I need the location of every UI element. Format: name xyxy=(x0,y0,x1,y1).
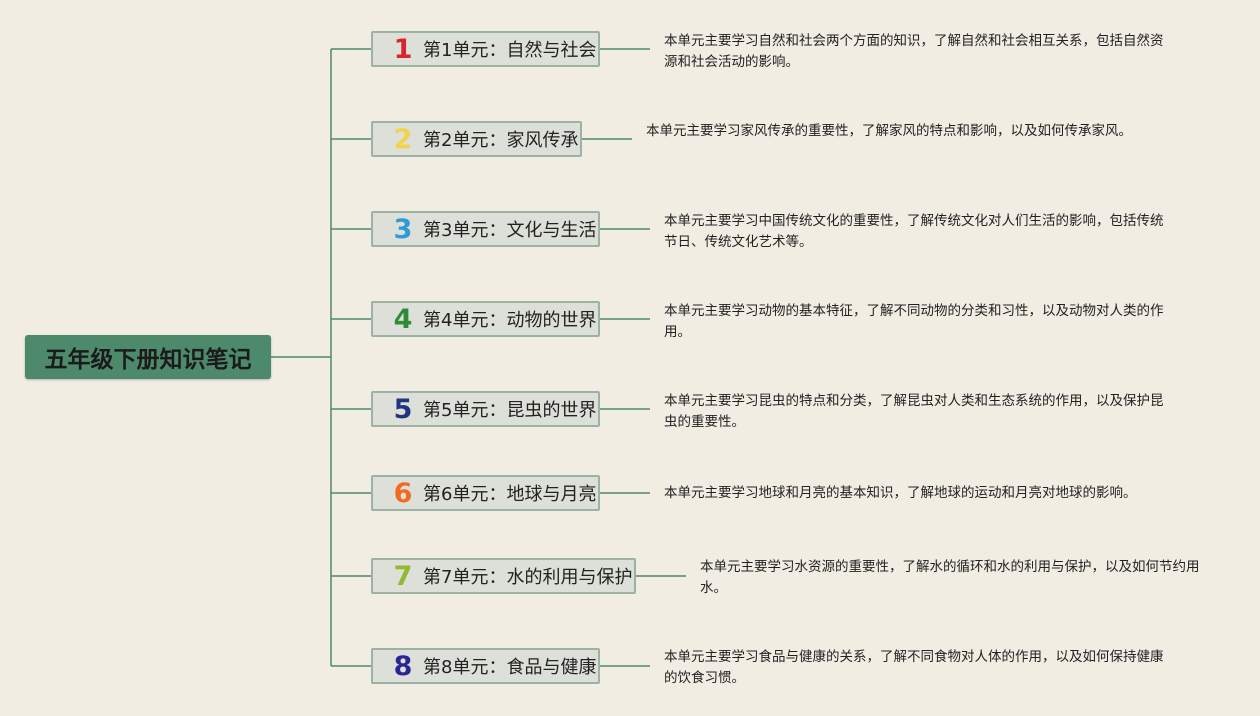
unit-node-7[interactable]: 7 第7单元：水的利用与保护 xyxy=(371,558,636,594)
root-node[interactable]: 五年级下册知识笔记 xyxy=(25,335,271,379)
unit-title-6: 第6单元：地球与月亮 xyxy=(423,484,597,505)
unit-node-2[interactable]: 2 第2单元：家风传承 xyxy=(371,121,582,157)
unit-title-4: 第4单元：动物的世界 xyxy=(423,310,597,331)
unit-number-4: 4 xyxy=(393,303,413,335)
unit-node-5[interactable]: 5 第5单元：昆虫的世界 xyxy=(371,391,600,427)
unit-desc-6: 本单元主要学习地球和月亮的基本知识，了解地球的运动和月亮对地球的影响。 xyxy=(664,485,1137,501)
unit-node-3[interactable]: 3 第3单元：文化与生活 xyxy=(371,211,600,247)
unit-desc-7: 本单元主要学习水资源的重要性，了解水的循环和水的利用与保护，以及如何节约用水。 xyxy=(700,559,1200,596)
unit-desc-2: 本单元主要学习家风传承的重要性，了解家风的特点和影响，以及如何传承家风。 xyxy=(646,123,1132,139)
unit-title-2: 第2单元：家风传承 xyxy=(423,130,579,151)
unit-title-3: 第3单元：文化与生活 xyxy=(423,220,597,241)
unit-node-4[interactable]: 4 第4单元：动物的世界 xyxy=(371,301,600,337)
unit-number-6: 6 xyxy=(393,477,413,509)
unit-title-8: 第8单元：食品与健康 xyxy=(423,657,597,678)
unit-title-1: 第1单元：自然与社会 xyxy=(423,40,597,61)
unit-desc-8: 本单元主要学习食品与健康的关系，了解不同食物对人体的作用，以及如何保持健康的饮食… xyxy=(664,649,1164,686)
unit-title-7: 第7单元：水的利用与保护 xyxy=(423,567,633,588)
unit-desc-5: 本单元主要学习昆虫的特点和分类，了解昆虫对人类和生态系统的作用，以及保护昆虫的重… xyxy=(664,393,1164,430)
unit-number-1: 1 xyxy=(393,33,413,65)
unit-number-3: 3 xyxy=(393,213,413,245)
unit-node-6[interactable]: 6 第6单元：地球与月亮 xyxy=(371,475,600,511)
unit-number-7: 7 xyxy=(393,560,413,592)
unit-node-1[interactable]: 1 第1单元：自然与社会 xyxy=(371,31,600,67)
unit-number-2: 2 xyxy=(393,123,413,155)
unit-desc-4: 本单元主要学习动物的基本特征，了解不同动物的分类和习性，以及动物对人类的作用。 xyxy=(664,303,1164,340)
unit-desc-3: 本单元主要学习中国传统文化的重要性，了解传统文化对人们生活的影响，包括传统节日、… xyxy=(664,213,1164,250)
unit-number-5: 5 xyxy=(393,393,413,425)
unit-desc-1: 本单元主要学习自然和社会两个方面的知识，了解自然和社会相互关系，包括自然资源和社… xyxy=(664,33,1164,70)
unit-title-5: 第5单元：昆虫的世界 xyxy=(423,400,597,421)
unit-node-8[interactable]: 8 第8单元：食品与健康 xyxy=(371,648,600,684)
unit-number-8: 8 xyxy=(393,650,413,682)
